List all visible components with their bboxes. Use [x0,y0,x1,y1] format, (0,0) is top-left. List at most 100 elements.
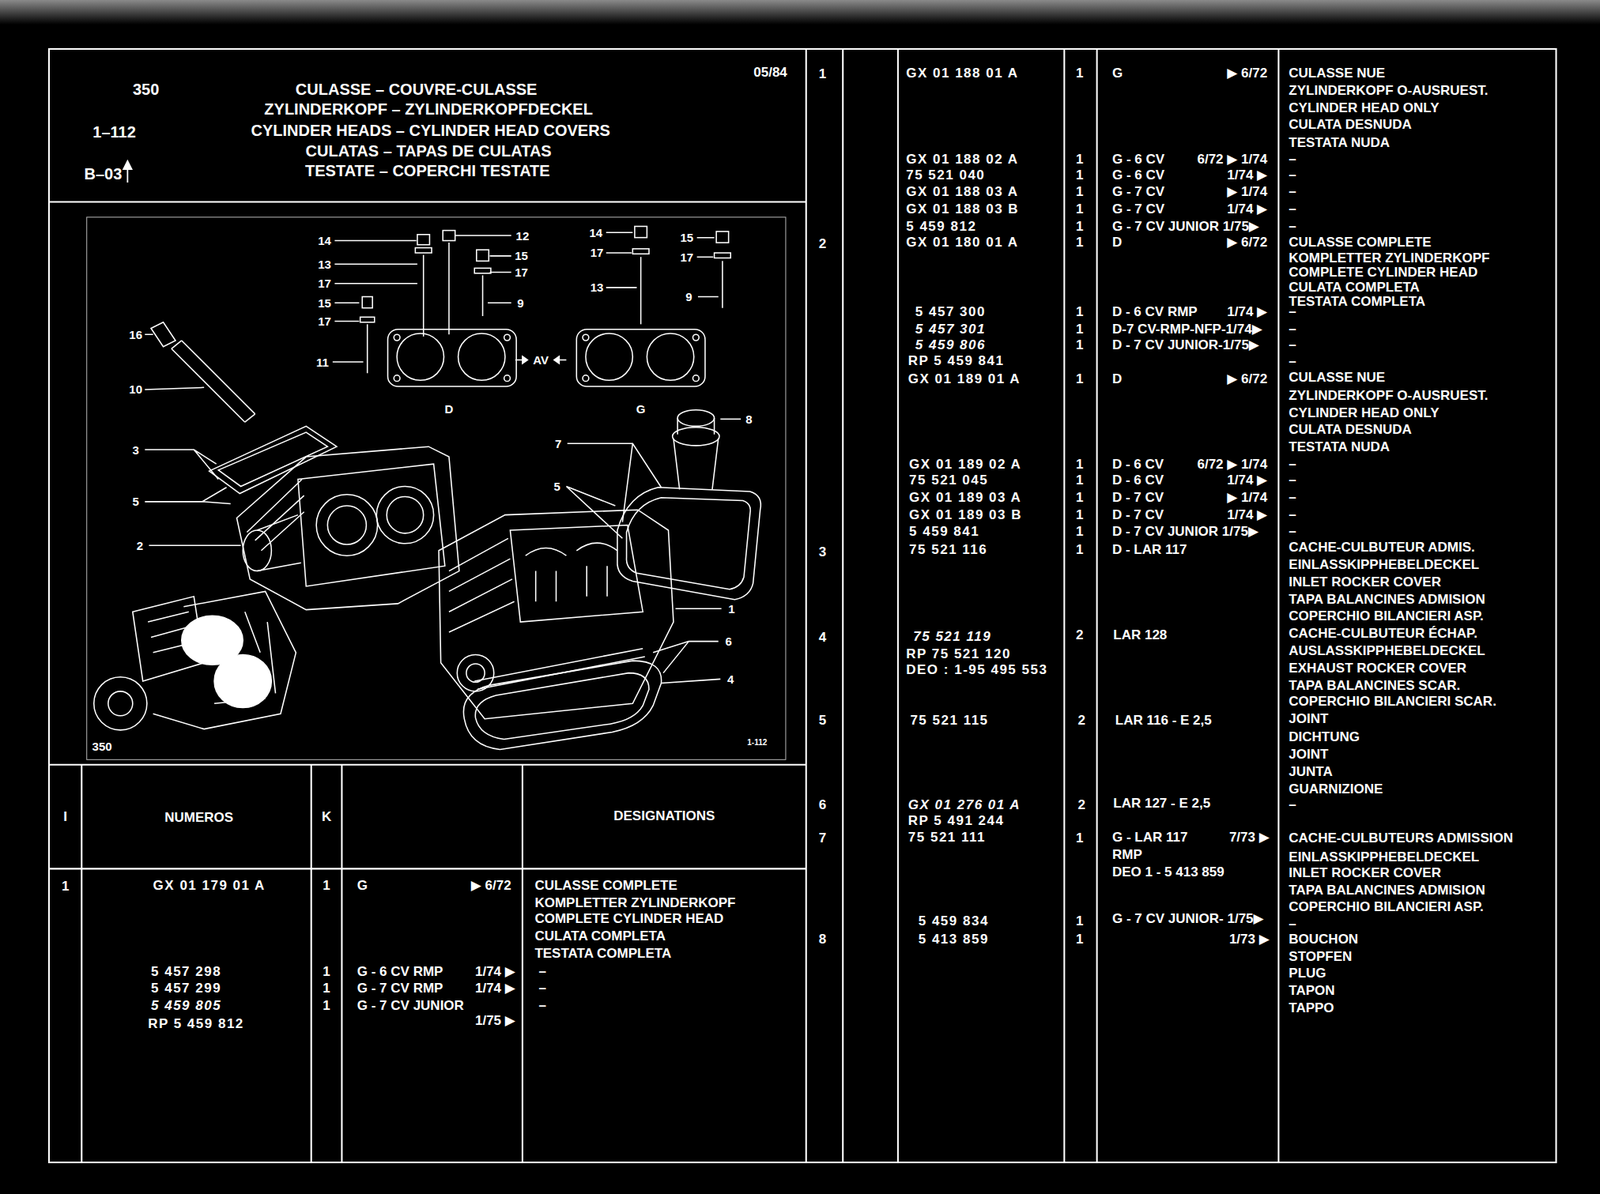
table-cell: 5 459 805 [150,998,222,1015]
table-cell: GX 01 189 03 B [909,507,1023,524]
callout-number: 10 [128,382,143,397]
table-cell: KOMPLETTER ZYLINDERKOPF [534,895,736,912]
table-cell: CACHE-CULBUTEUR ADMIS. [1288,539,1475,556]
table-cell: GX 01 189 02 A [909,456,1022,473]
table-cell: DEO 1 - 5 413 859 [1112,864,1225,881]
table-cell: G [357,878,368,895]
table-cell: 1 [61,879,69,895]
callout-number: 13 [590,280,604,295]
table-cell: 1 [1075,542,1084,559]
callout-number: 9 [685,290,692,304]
table-cell: COPERCHIO BILANCIERI ASP. [1288,899,1484,916]
table-cell: 1 [322,964,330,981]
table-cell: 1/74 ▶ [1226,167,1268,184]
callout-number: 8 [745,412,752,427]
table-cell: 1 [1075,218,1084,235]
callout-number: 17 [590,245,604,260]
callout-number: 17 [514,265,529,280]
table-cell: 5 457 300 [915,304,986,321]
callout-number: 1-112 [747,738,767,748]
table-cell: CULASSE NUE [1288,65,1385,82]
table-cell: I [63,809,68,826]
table-cell: D - 7 CV [1112,507,1164,524]
table-cell: GX 01 188 02 A [905,151,1019,168]
table-cell: D-7 CV-RMP-NFP-1/74▶ [1112,321,1263,338]
table-cell: – [539,998,547,1015]
callout-number: 12 [516,229,530,243]
table-cell: 1 [1075,932,1084,948]
table-cell: 5 457 301 [915,321,986,338]
table-cell: GX 01 179 01 A [153,878,266,895]
table-cell: 1 [1075,184,1084,200]
table-cell: GX 01 188 03 B [905,201,1019,218]
table-cell: JUNTA [1288,764,1333,781]
header-text: 1–112 [92,123,136,142]
table-cell: DEO : 1-95 495 553 [905,662,1048,679]
table-cell: – [1288,354,1296,370]
table-cell: D - LAR 117 [1112,542,1187,559]
table-cell: INLET ROCKER COVER [1288,865,1442,882]
table-cell: 5 459 834 [918,913,989,930]
table-cell: 5 459 841 [909,524,980,540]
table-cell: TAPA BALANCINES ADMISION [1288,883,1485,899]
table-cell: RMP [1112,847,1143,864]
table-cell: EINLASSKIPPHEBELDECKEL [1288,557,1480,574]
callout-number: D [445,402,454,416]
table-cell: TAPON [1288,983,1335,1000]
table-cell: 1/74 ▶ [1226,201,1268,218]
table-cell: – [1288,151,1296,168]
table-cell: – [1288,524,1296,540]
header-text: ZYLINDERKOPF – ZYLINDERKOPFDECKEL [264,100,593,119]
callout-number: 14 [317,233,332,248]
table-cell: 5 [818,713,827,729]
table-cell: 1 [1075,321,1084,338]
callout-number: 13 [317,257,332,272]
table-cell: 2 [1075,627,1084,644]
table-cell: 6/72 ▶ 1/74 [1196,456,1268,473]
table-cell: G - LAR 117 [1112,830,1188,846]
table-cell: 1 [322,878,330,895]
table-cell: 1/74 ▶ [475,964,516,981]
table-cell: 4 [818,630,827,646]
table-cell: GX 01 189 03 A [909,490,1022,506]
table-cell: TAPA BALANCINES SCAR. [1288,678,1461,695]
callout-number: 1 [728,602,735,616]
callout-number: AV [532,353,549,367]
callout-number: 2 [136,539,144,553]
callout-number: 5 [554,479,561,494]
table-cell: 7/73 ▶ [1229,830,1270,846]
header-text: CULATAS – TAPAS DE CULATAS [305,142,552,161]
table-cell: 1 [1075,151,1084,168]
table-cell: ▶ 1/74 [1226,184,1268,200]
table-cell: 1/74 ▶ [1226,304,1268,321]
table-cell: TESTATA COMPLETA [1288,294,1426,310]
table-cell: 1/74 ▶ [1226,472,1268,489]
table-cell: 75 521 111 [908,830,986,846]
table-cell: GX 01 188 01 A [905,65,1019,82]
callout-number: 16 [128,328,143,342]
table-cell: D - 7 CV [1112,490,1164,506]
table-cell: G - 7 CV JUNIOR [357,998,465,1015]
table-cell: TAPA BALANCINES ADMISION [1288,592,1485,608]
table-cell: – [539,964,547,981]
table-cell: COPERCHIO BILANCIERI ASP. [1288,608,1484,625]
table-cell: GX 01 189 01 A [908,371,1021,388]
table-cell: RP 75 521 120 [905,646,1012,663]
table-cell: GX 01 188 03 A [905,184,1019,200]
callout-number: 350 [92,739,113,754]
table-cell: 1 [1075,524,1084,540]
table-cell: ▶ 6/72 [1226,371,1268,388]
table-cell: – [1288,167,1296,184]
table-cell: D - 6 CV RMP [1112,304,1198,321]
table-cell: D - 7 CV JUNIOR 1/75▶ [1112,524,1259,540]
table-cell: EXHAUST ROCKER COVER [1288,660,1467,677]
table-cell: EINLASSKIPPHEBELDECKEL [1288,849,1480,866]
table-cell: D - 6 CV [1112,472,1164,489]
table-cell: 5 457 298 [150,964,222,981]
table-cell: ZYLINDERKOPF O-AUSRUEST. [1288,388,1488,404]
table-cell: – [1288,304,1296,321]
callout-number: 3 [132,443,140,457]
table-cell: – [1288,916,1296,933]
illustration-frame [86,217,786,760]
table-cell: 5 413 859 [918,932,989,948]
